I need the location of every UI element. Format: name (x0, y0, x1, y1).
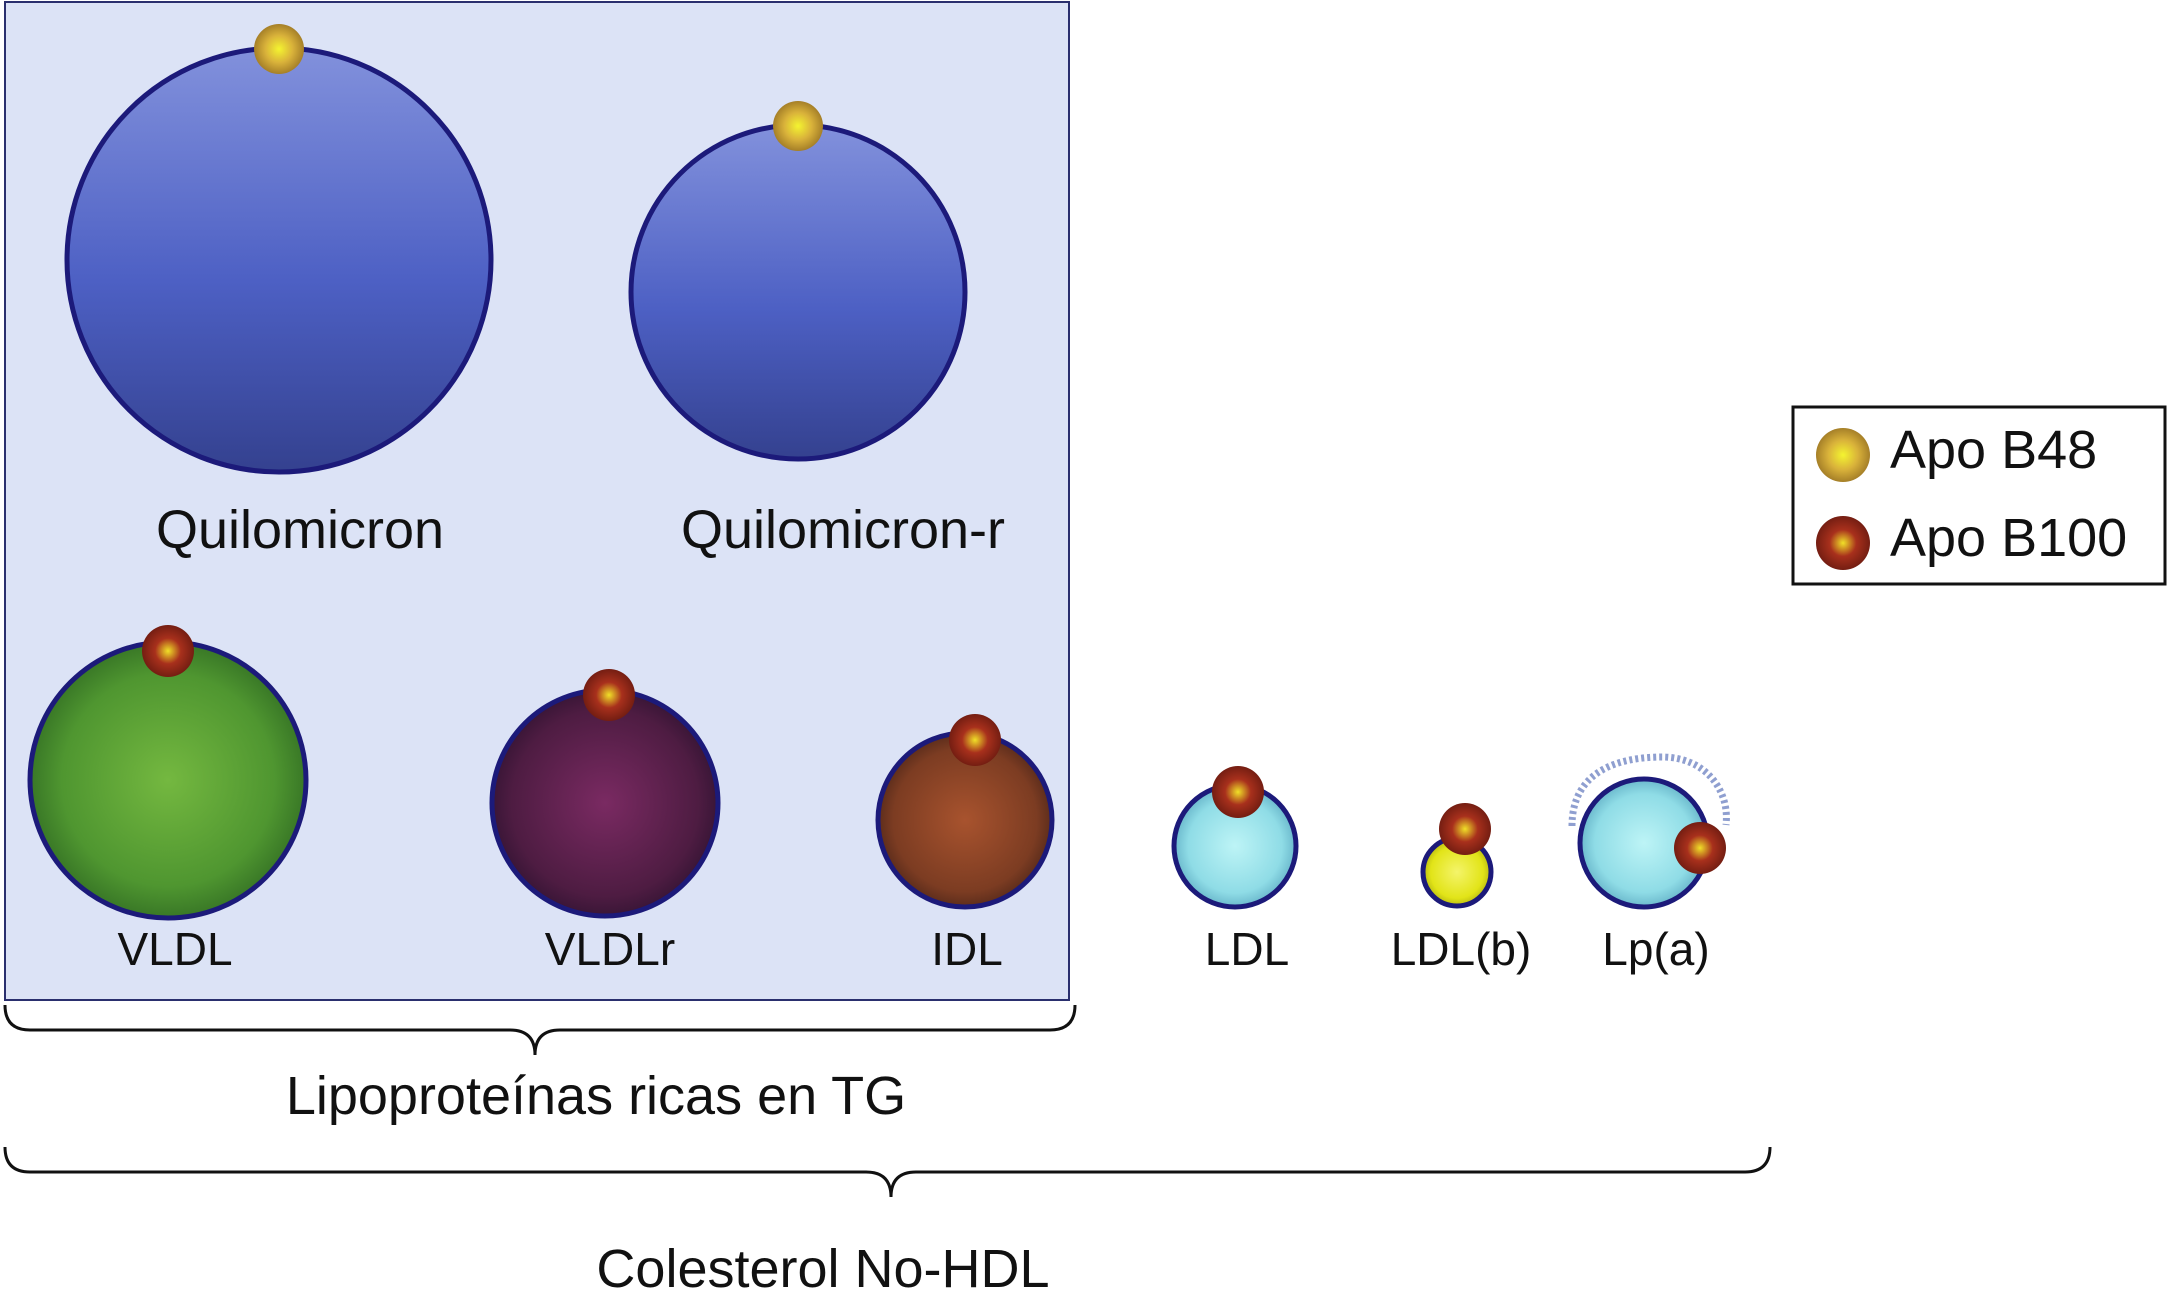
quilomicron-r-particle (628, 101, 968, 462)
vldlr-core (489, 687, 721, 919)
apob100-marker (1674, 822, 1726, 874)
tg-rich-label: Lipoproteínas ricas en TG (286, 1066, 906, 1126)
apob48-marker (254, 24, 304, 74)
ldl-b-particle (1420, 803, 1494, 909)
lpa-label: Lp(a) (1602, 923, 1709, 975)
apob48-legend-label: Apo B48 (1890, 420, 2097, 480)
apoa-strand (1568, 753, 1730, 827)
idl-particle (875, 714, 1055, 910)
non-hdl-label: Colesterol No-HDL (596, 1239, 1049, 1289)
ldl-b-label: LDL(b) (1391, 923, 1532, 975)
apob100-marker (1439, 803, 1491, 855)
vldlr-particle (489, 669, 721, 919)
quilomicron-r-label: Quilomicron-r (681, 500, 1005, 560)
vldl-particle (27, 625, 309, 921)
apob100-legend-label: Apo B100 (1890, 508, 2127, 568)
quilomicron-label: Quilomicron (156, 500, 444, 560)
apob48-legend-icon (1816, 428, 1870, 482)
vldl-core (27, 639, 309, 921)
tg-rich-brace (3, 1004, 1077, 1056)
apob100-marker (583, 669, 635, 721)
apob100-marker (949, 714, 1001, 766)
vldl-label: VLDL (117, 923, 232, 975)
idl-label: IDL (931, 923, 1003, 975)
vldlr-label: VLDLr (545, 923, 675, 975)
ldl-label: LDL (1205, 923, 1289, 975)
non-hdl-brace (3, 1146, 1772, 1198)
quilomicron-particle (64, 24, 494, 475)
quilomicron-r-core (628, 122, 968, 462)
lpa-particle (1568, 753, 1730, 910)
quilomicron-core (64, 45, 494, 475)
apob48-marker (773, 101, 823, 151)
legend: Apo B48 Apo B100 (1791, 405, 2167, 586)
apob100-marker (1212, 766, 1264, 818)
apob100-legend-icon (1816, 516, 1870, 570)
ldl-particle (1171, 766, 1299, 910)
apob100-marker (142, 625, 194, 677)
